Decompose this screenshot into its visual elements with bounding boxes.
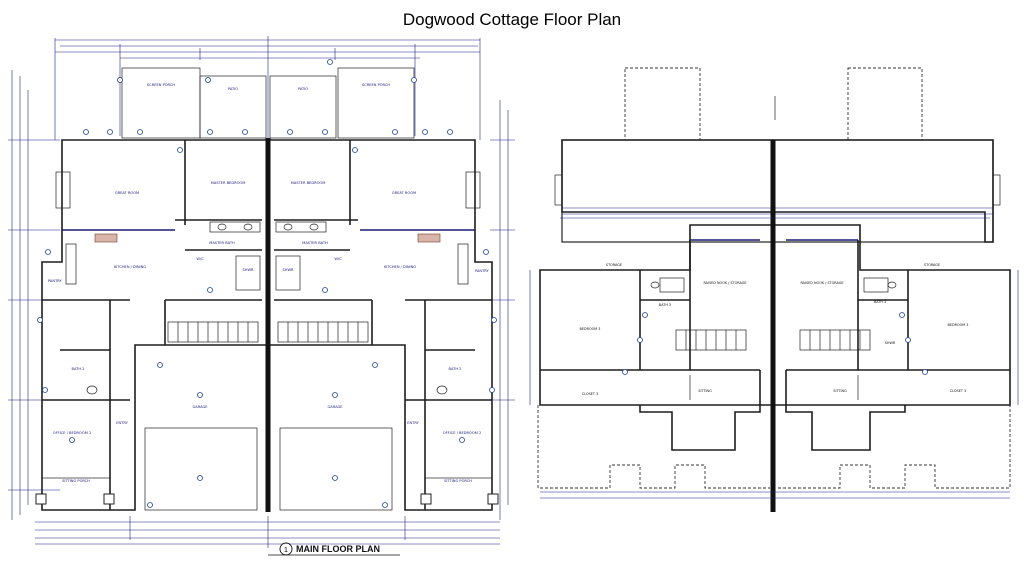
garage-left-label: GARAGE (192, 405, 208, 409)
upper-roof-plane (554, 139, 1001, 243)
wic-right-label: W/C (334, 257, 342, 261)
pantry-left-label: PANTRY (48, 279, 63, 283)
right-dimension-lines (490, 100, 515, 520)
fireplaces (55, 171, 481, 209)
master-bath-right-label: MASTER BATH (302, 241, 328, 245)
screen-porch-right-label: SCREEN PORCH (362, 83, 390, 87)
office-bedroom-2-left-label: OFFICE / BEDROOM 2 (53, 431, 92, 435)
main-floor-plan-caption: 1 MAIN FLOOR PLAN (268, 542, 400, 556)
pantry-right-label: PANTRY (475, 269, 490, 273)
master-bedroom-left-label: MASTER BEDROOM (211, 181, 246, 185)
sitting-porch-left-label: SITTING PORCH (62, 479, 90, 483)
main-walls (41, 138, 493, 512)
upper-walls (539, 140, 1011, 512)
kitchen-counters (65, 233, 469, 285)
raised-nook-right-label: RAISED NOOK / STORAGE (800, 281, 843, 285)
elevation-markers (37, 59, 497, 508)
shwr-right-label: SHWR (282, 268, 294, 272)
upper-stairs (675, 329, 871, 351)
main-floor-plan: SCREEN PORCH PATIO PATIO SCREEN PORCH (8, 36, 515, 556)
garage-doors (144, 427, 393, 511)
bath-2-right-label: BATH 2 (449, 367, 462, 371)
great-room-left-label: GREAT ROOM (115, 191, 139, 195)
bedroom-3-right-label: BEDROOM 3 (948, 323, 969, 327)
upper-room-labels: BEDROOM 3 BEDROOM 3 BATH 3 BATH 3 RAISED… (580, 263, 969, 396)
sitting-porch-right-label: SITTING PORCH (444, 479, 472, 483)
master-bath-left-label: MASTER BATH (209, 241, 235, 245)
master-bedroom-right-label: MASTER BEDROOM (291, 181, 326, 185)
office-bedroom-2-right-label: OFFICE / BEDROOM 2 (443, 431, 482, 435)
page-title: Dogwood Cottage Floor Plan (402, 10, 622, 29)
entry-right-label: ENTRY (407, 421, 419, 425)
shwr-upper-label: SHWR (885, 341, 896, 345)
upper-floor-plan: BEDROOM 3 BEDROOM 3 BATH 3 BATH 3 RAISED… (529, 67, 1019, 512)
upper-lower-roof-dashes (537, 405, 1011, 489)
patio-left-label: PATIO (228, 87, 238, 91)
screen-porch-left-label: SCREEN PORCH (147, 83, 175, 87)
storage-left-label: STORAGE (606, 263, 622, 267)
main-stairs (167, 321, 369, 343)
entry-left-label: ENTRY (116, 421, 128, 425)
wic-left-label: W/C (196, 257, 204, 261)
sitting-left-label: SITTING (698, 389, 712, 393)
bath-fixtures (86, 221, 448, 395)
upper-sitting-bumpouts (639, 370, 906, 451)
kitchen-dining-right-label: KITCHEN / DINING (384, 265, 416, 269)
bottom-dimension-lines (35, 516, 500, 548)
main-floor-plan-caption-text: MAIN FLOOR PLAN (296, 544, 380, 554)
sitting-right-label: SITTING (833, 389, 847, 393)
storage-right-label: STORAGE (924, 263, 940, 267)
shwr-left-label: SHWR (242, 268, 254, 272)
upper-dimension-lines (529, 217, 1019, 499)
kitchen-dining-left-label: KITCHEN / DINING (114, 265, 146, 269)
bedroom-3-left-label: BEDROOM 3 (580, 327, 601, 331)
bath-3-right-label: BATH 3 (874, 300, 886, 304)
patio-right-label: PATIO (298, 87, 308, 91)
upper-roof-outlines (624, 67, 923, 141)
closet-3-left-label: CLOSET 3 (582, 392, 598, 396)
left-dimension-lines (8, 70, 60, 520)
bath-2-left-label: BATH 2 (72, 367, 85, 371)
caption-number: 1 (284, 547, 288, 554)
raised-nook-left-label: RAISED NOOK / STORAGE (703, 281, 746, 285)
upper-elevation-markers (622, 312, 928, 375)
upper-bath-fixtures (650, 277, 897, 293)
great-room-right-label: GREAT ROOM (392, 191, 416, 195)
bath-3-left-label: BATH 3 (659, 303, 671, 307)
top-dimension-lines (54, 36, 481, 140)
rear-porches: SCREEN PORCH PATIO PATIO SCREEN PORCH (121, 67, 415, 139)
garage-right-label: GARAGE (327, 405, 343, 409)
front-porches (35, 477, 499, 511)
main-room-labels: GREAT ROOM MASTER BEDROOM MASTER BEDROOM… (48, 181, 490, 483)
closet-3-right-label: CLOSET 3 (950, 389, 966, 393)
